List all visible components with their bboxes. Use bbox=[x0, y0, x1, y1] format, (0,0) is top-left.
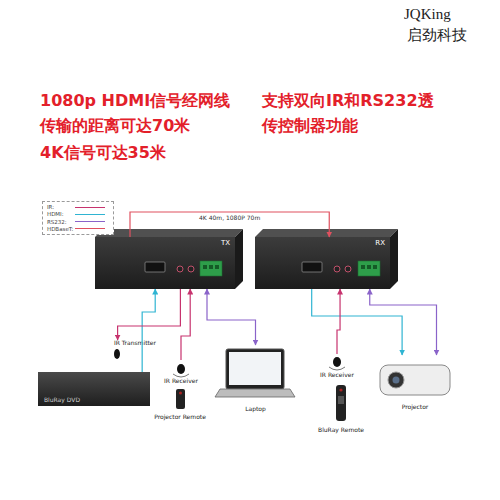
ir-receiver: IR Receiver bbox=[158, 360, 204, 385]
device-label: Laptop bbox=[245, 406, 266, 413]
transmitter-box: TX bbox=[95, 237, 235, 289]
device-label: BluRay DVD bbox=[44, 397, 80, 404]
device-label: Projector bbox=[402, 404, 429, 411]
device-tag: RX bbox=[375, 239, 385, 247]
projector-lens-glass bbox=[393, 377, 400, 384]
ir-jack bbox=[188, 266, 194, 272]
legend-line bbox=[75, 214, 105, 215]
terminal-screw bbox=[203, 265, 207, 269]
device-tag: TX bbox=[221, 239, 230, 247]
ir-transmitter: IR Transmitter bbox=[108, 340, 156, 360]
laptop: Laptop bbox=[218, 345, 293, 413]
remote-button bbox=[179, 392, 182, 395]
legend-text: RS232: bbox=[47, 219, 75, 225]
remote-control: BluRay Remote bbox=[314, 381, 368, 434]
wire-label: 4K 40m, 1080P 70m bbox=[199, 214, 260, 221]
ir-bulb bbox=[114, 349, 120, 359]
brand-name: 启劲科技 bbox=[407, 26, 497, 44]
device-label: BluRay Remote bbox=[318, 427, 364, 434]
box-side-face bbox=[235, 229, 243, 289]
hdmi-port bbox=[302, 262, 322, 272]
remote-body bbox=[176, 389, 185, 409]
ir-jack bbox=[345, 266, 351, 272]
box-top-face bbox=[95, 229, 243, 237]
terminal-screw bbox=[215, 265, 219, 269]
hdmi-port bbox=[145, 262, 165, 272]
signal-wire bbox=[142, 289, 155, 372]
receiver-box: RX bbox=[255, 237, 390, 289]
signal-wire bbox=[370, 289, 437, 355]
legend-text: HDMI: bbox=[47, 211, 75, 217]
signal-wire bbox=[118, 289, 181, 340]
ir-jack bbox=[334, 266, 340, 272]
legend-row: IR: bbox=[47, 204, 109, 211]
legend-line bbox=[75, 228, 105, 229]
box-top-face bbox=[255, 229, 398, 237]
legend-row: RS232: bbox=[47, 218, 109, 225]
signal-wire bbox=[130, 212, 329, 237]
device-label: IR Receiver bbox=[164, 378, 198, 385]
feature-note: 4K信号可达35米 bbox=[40, 140, 255, 165]
laptop-base bbox=[215, 389, 295, 397]
brand-name: JQKing bbox=[404, 5, 494, 23]
legend-line bbox=[75, 207, 105, 208]
legend-line bbox=[75, 221, 105, 222]
projector: Projector bbox=[372, 355, 458, 411]
laptop-screen bbox=[226, 349, 284, 389]
legend-row: HDMI: bbox=[47, 211, 109, 218]
legend-box: IR:HDMI: RS232:HDBaseT: bbox=[42, 201, 114, 235]
bluray-player: BluRay DVD bbox=[38, 372, 150, 406]
terminal-screw bbox=[373, 265, 377, 269]
ir-bulb bbox=[333, 357, 341, 367]
device-label: Projector Remote bbox=[154, 414, 206, 421]
terminal-screw bbox=[209, 265, 213, 269]
laptop-display bbox=[229, 352, 281, 385]
projector-lens bbox=[388, 372, 404, 388]
legend-row: HDBaseT: bbox=[47, 225, 109, 232]
signal-arc bbox=[173, 374, 189, 377]
signal-wire bbox=[181, 289, 190, 360]
rs232-terminal bbox=[200, 261, 222, 276]
projector-remote: Projector Remote bbox=[150, 386, 210, 421]
signal-wire bbox=[312, 289, 402, 355]
legend-text: HDBaseT: bbox=[47, 226, 75, 232]
ir-receiver: IR Receiver bbox=[314, 354, 360, 379]
ir-jack bbox=[177, 266, 183, 272]
signal-wire bbox=[337, 289, 340, 354]
legend-text: IR: bbox=[47, 204, 75, 210]
feature-note: 1080p HDMI信号经网线 传输的距离可达70米 bbox=[40, 88, 255, 138]
feature-note: 支持双向IR和RS232透 传控制器功能 bbox=[262, 88, 487, 138]
ir-bulb bbox=[177, 364, 185, 374]
signal-arc bbox=[329, 367, 345, 370]
device-label: IR Receiver bbox=[320, 372, 354, 379]
remote-button bbox=[339, 388, 342, 391]
terminal-screw bbox=[361, 265, 365, 269]
remote-keypad bbox=[338, 396, 344, 404]
terminal-screw bbox=[367, 265, 371, 269]
device-label: IR Transmitter bbox=[114, 340, 156, 347]
signal-wire bbox=[207, 289, 256, 345]
box-side-face bbox=[390, 229, 398, 289]
remote-body bbox=[336, 385, 346, 421]
rs232-terminal bbox=[358, 261, 380, 276]
projector-body bbox=[380, 365, 450, 395]
